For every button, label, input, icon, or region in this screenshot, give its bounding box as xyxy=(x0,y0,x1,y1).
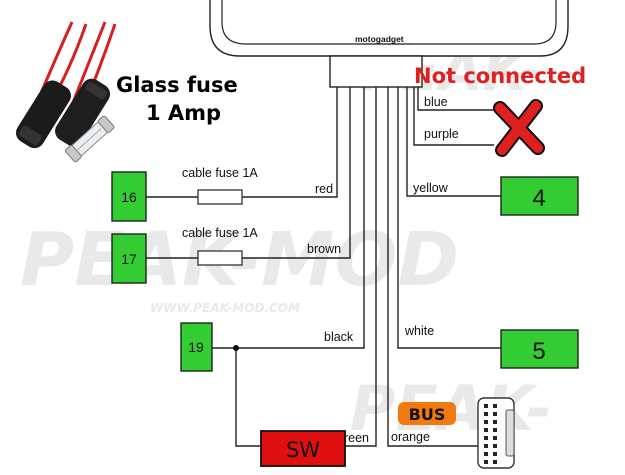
not-connected-label: Not connected xyxy=(414,64,586,88)
wire-label-yellow: yellow xyxy=(413,181,449,195)
wire-label-brown: brown xyxy=(307,242,341,256)
device-housing: motogadget xyxy=(209,0,569,57)
fuse-info-line1: Glass fuse xyxy=(116,73,238,97)
glass-fuse-holder-image xyxy=(16,21,117,163)
terminal-19: 19 xyxy=(180,322,213,372)
fuse-info-line2: 1 Amp xyxy=(146,101,221,125)
cable-fuse-label-1: cable fuse 1A xyxy=(182,166,258,180)
wire-green xyxy=(345,87,377,447)
terminal-17-label: 17 xyxy=(121,251,137,267)
device-brand-label: motogadget xyxy=(355,34,404,44)
terminal-16: 16 xyxy=(111,171,147,222)
terminal-19-label: 19 xyxy=(188,339,204,355)
wire-label-purple: purple xyxy=(424,127,459,141)
bus-label: BUS xyxy=(409,405,446,424)
wire-label-red: red xyxy=(315,182,333,196)
not-connected-x-icon xyxy=(493,99,545,157)
terminal-17: 17 xyxy=(111,233,147,284)
wire-white xyxy=(397,87,501,349)
wire-yellow xyxy=(406,87,501,197)
sw-label: SW xyxy=(286,438,320,462)
wire-switch-loop xyxy=(235,348,261,447)
bus-connector-icon xyxy=(477,397,515,469)
junction-dot xyxy=(233,345,239,351)
wire-label-black: black xyxy=(324,330,354,344)
wire-label-blue: blue xyxy=(424,95,448,109)
terminal-5: 5 xyxy=(500,329,579,369)
wire-label-orange: orange xyxy=(391,430,430,444)
wire-blue xyxy=(417,87,494,111)
terminal-16-label: 16 xyxy=(121,189,137,205)
sw-switch: SW xyxy=(260,430,346,467)
wire-orange xyxy=(387,87,500,447)
bus-badge: BUS xyxy=(398,402,456,425)
wire-purple xyxy=(413,87,494,146)
cable-fuse-brown xyxy=(197,250,243,266)
terminal-4: 4 xyxy=(500,176,579,216)
wire-label-white: white xyxy=(404,324,434,338)
device-connector xyxy=(329,55,423,88)
terminal-5-label: 5 xyxy=(532,338,545,365)
cable-fuse-red xyxy=(197,189,243,205)
terminal-4-label: 4 xyxy=(532,185,545,212)
cable-fuse-label-2: cable fuse 1A xyxy=(182,226,258,240)
watermark-url-text: WWW.PEAK-MOD.COM xyxy=(150,301,300,315)
wire-black xyxy=(212,87,365,349)
